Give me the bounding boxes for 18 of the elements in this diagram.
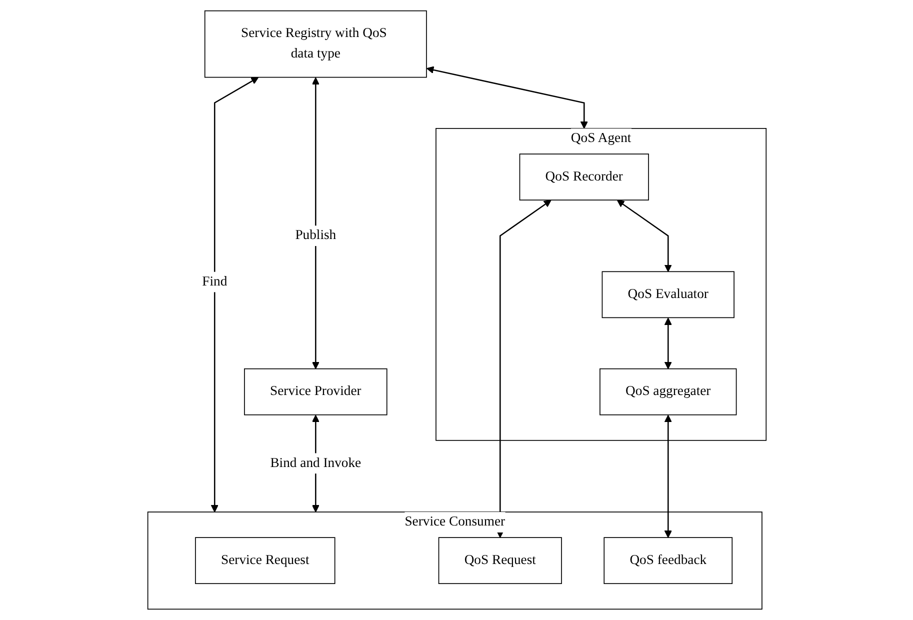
arrow bbox=[664, 318, 672, 370]
edge-label: Bind and Invoke bbox=[270, 456, 361, 470]
arrow bbox=[311, 77, 319, 370]
node-box: QoS feedback bbox=[603, 537, 732, 584]
edge-label: Find bbox=[202, 274, 227, 289]
node-box: Service Registry with QoS data type bbox=[204, 10, 426, 78]
node-box: Service Provider bbox=[244, 368, 387, 416]
node-box: QoS aggregater bbox=[599, 368, 736, 416]
node-box: QoS Request bbox=[438, 537, 562, 584]
edge-label: Publish bbox=[294, 228, 336, 243]
arrow bbox=[616, 200, 672, 272]
node-box: QoS Recorder bbox=[518, 154, 648, 200]
node-box: QoS Evaluator bbox=[601, 271, 734, 318]
node-box: Service Request bbox=[194, 537, 335, 584]
arrow bbox=[664, 414, 672, 538]
arrow bbox=[496, 200, 551, 538]
arrow bbox=[426, 66, 588, 129]
arrow bbox=[210, 77, 258, 512]
